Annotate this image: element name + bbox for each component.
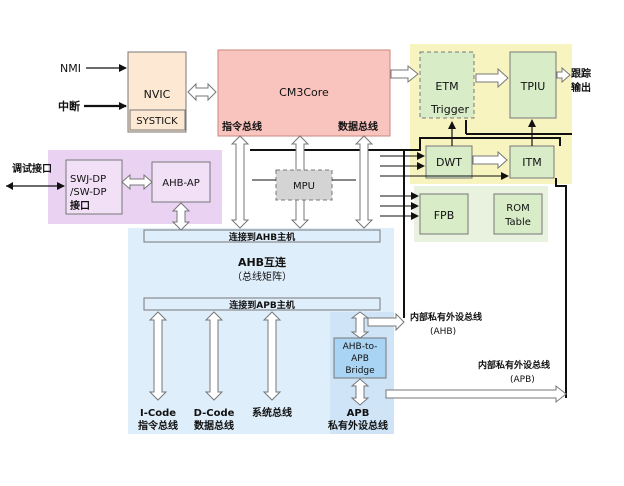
icode-bus-arrow bbox=[148, 311, 168, 401]
tpiu-title: TPIU bbox=[520, 80, 546, 93]
fpb-block bbox=[419, 193, 469, 235]
ahb-ap-title: AHB-AP bbox=[162, 178, 199, 189]
dwt-itm-bus bbox=[408, 137, 561, 151]
matrix-title: AHB互连 bbox=[238, 255, 287, 269]
debug-port-label: 调试接口 bbox=[12, 162, 52, 175]
ahb-master-label: 连接到AHB主机 bbox=[229, 231, 295, 243]
etm-title: ETM bbox=[435, 80, 458, 93]
apb-name-line2: 私有外设总线 bbox=[327, 419, 388, 432]
nmi-label: NMI bbox=[60, 62, 81, 75]
swj-line2: /SW-DP bbox=[70, 187, 107, 198]
bridge-line2: APB bbox=[351, 354, 369, 364]
private-apb-line1: 内部私有外设总线 bbox=[478, 359, 550, 371]
itm-title: ITM bbox=[522, 156, 541, 169]
etm-block bbox=[419, 51, 475, 119]
bridge-down-arrow bbox=[350, 378, 370, 406]
matrix-subtitle: （总线矩阵） bbox=[232, 270, 292, 283]
mpu-block bbox=[275, 169, 333, 201]
data-bus-arrow bbox=[354, 135, 374, 229]
tpiu-block bbox=[509, 51, 557, 119]
instr-bus-label: 指令总线 bbox=[222, 120, 262, 133]
dcode-bus-arrow bbox=[204, 311, 224, 401]
data-bus-label: 数据总线 bbox=[338, 120, 378, 133]
trace-output-line2: 输出 bbox=[571, 81, 591, 94]
itm-block bbox=[509, 145, 555, 179]
icode-line1: I-Code bbox=[140, 408, 176, 419]
core-title: CM3Core bbox=[279, 86, 329, 99]
debug-port-arrow-back bbox=[6, 182, 13, 190]
dwt-block bbox=[425, 145, 473, 179]
dwt-itm-arrow bbox=[472, 150, 508, 170]
core-etm-arrow bbox=[390, 64, 419, 84]
apb-trunk bbox=[555, 178, 567, 398]
ahb-master-bar bbox=[143, 229, 381, 243]
nvic-core-link bbox=[187, 82, 217, 102]
nvic-title: NVIC bbox=[144, 88, 171, 101]
apb-name-line1: APB bbox=[347, 408, 370, 419]
ahb-ap-block bbox=[151, 161, 211, 203]
swj-line3: 接口 bbox=[70, 199, 90, 212]
system-bus-bottom-arrow bbox=[262, 311, 282, 401]
private-apb-line2: (APB) bbox=[510, 375, 535, 385]
bridge-line3: Bridge bbox=[345, 366, 375, 376]
dcode-line2: 数据总线 bbox=[194, 419, 234, 432]
apb-private-arrow bbox=[385, 384, 567, 404]
instr-bus-arrow bbox=[230, 135, 250, 229]
etm-tpiu-arrow bbox=[475, 67, 509, 89]
private-ahb-line1: 内部私有外设总线 bbox=[410, 311, 482, 323]
core-block bbox=[217, 49, 391, 137]
bridge-line1: AHB-to- bbox=[343, 342, 378, 352]
private-ahb-line2: (AHB) bbox=[430, 327, 456, 337]
swj-dp-block bbox=[65, 159, 123, 215]
rom-table-block bbox=[493, 193, 543, 235]
trace-output-line1: 跟踪 bbox=[571, 67, 591, 80]
apb-master-label: 连接到APB主机 bbox=[229, 299, 294, 311]
swj-line1: SWJ-DP bbox=[70, 174, 106, 185]
rom-title-line2: Table bbox=[504, 217, 531, 228]
fpb-title: FPB bbox=[434, 209, 455, 222]
tpiu-output-arrow bbox=[556, 66, 571, 84]
icode-line2: 指令总线 bbox=[138, 419, 178, 432]
bridge-block bbox=[333, 337, 387, 379]
dwt-title: DWT bbox=[436, 156, 462, 169]
systick-label: SYSTICK bbox=[136, 116, 178, 127]
rom-title-line1: ROM bbox=[506, 203, 529, 214]
trigger-label: Trigger bbox=[430, 103, 469, 116]
dcode-line1: D-Code bbox=[194, 408, 235, 419]
mpu-title: MPU bbox=[293, 181, 315, 192]
interrupt-label: 中断 bbox=[58, 99, 80, 113]
system-bus-name: 系统总线 bbox=[252, 406, 292, 419]
systick-block bbox=[129, 109, 186, 131]
ahb-private-arrow bbox=[367, 312, 405, 332]
apb-master-bar bbox=[143, 297, 381, 311]
